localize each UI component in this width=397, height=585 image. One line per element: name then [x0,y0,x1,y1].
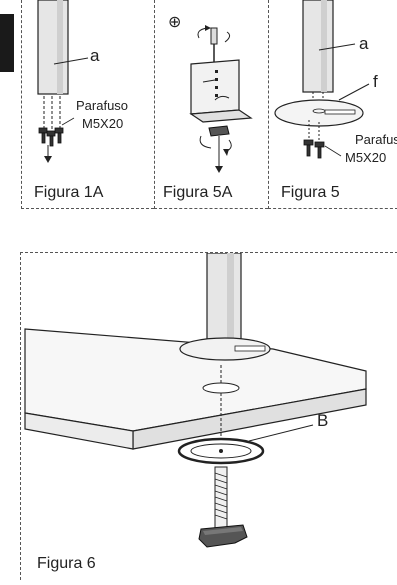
figure-1a-caption: Figura 1A [34,184,104,201]
figure-6-caption: Figura 6 [37,555,96,572]
figure-1a-panel: a Parafuso M5X20 Figura 1A [21,0,154,209]
screwdriver-symbol-icon: ⊕ [168,14,182,31]
figure-6-callout-b: B [317,411,329,430]
figure-5-panel: a f Parafuso M5X20 Figura 5 [268,0,397,209]
figure-5a-drawing [189,25,253,173]
figure-5a-caption: Figura 5A [163,184,233,201]
figure-1a-screw-label-line1: Parafuso [76,98,129,113]
page-edge-tab [0,14,14,72]
figure-6-drawing [24,252,367,548]
figure-1a-callout-a: a [90,46,100,65]
figure-5-drawing [274,0,370,159]
figure-1a-drawing [37,0,89,163]
figure-5-caption: Figura 5 [281,184,340,201]
figure-5-callout-f: f [373,72,378,91]
figure-5-callout-a: a [359,34,369,53]
figure-6-panel: B Figura 6 [20,252,397,580]
figure-5-screw-label-line2: M5X20 [345,150,387,165]
figure-1a-screw-label-line2: M5X20 [82,116,124,131]
figure-5-screw-label-line1: Parafuso [355,132,397,147]
figure-5a-panel: ⊕ Figura 5A [154,0,268,209]
